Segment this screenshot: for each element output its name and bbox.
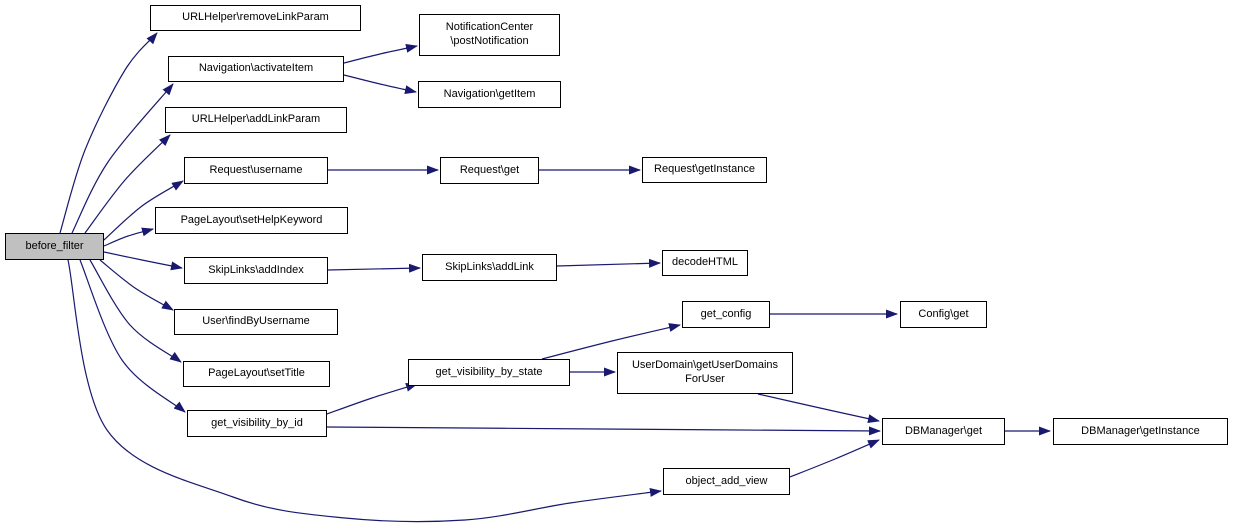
- node-user-find-by-username[interactable]: User\findByUsername: [174, 309, 338, 335]
- node-get-visibility-by-id[interactable]: get_visibility_by_id: [187, 410, 327, 437]
- node-request-username[interactable]: Request\username: [184, 157, 328, 184]
- node-db-manager-get-instance[interactable]: DBManager\getInstance: [1053, 418, 1228, 445]
- node-decode-html[interactable]: decodeHTML: [662, 250, 748, 276]
- edge-navigation-activate-item-navigation-get-item: [343, 74, 417, 95]
- edge-navigation-activate-item-notification-center-post-notification: [343, 43, 418, 64]
- node-before-filter: before_filter: [5, 233, 104, 260]
- node-get-config[interactable]: get_config: [682, 301, 770, 328]
- node-urlhelper-remove-link-param[interactable]: URLHelper\removeLinkParam: [150, 5, 361, 31]
- node-skip-links-add-link[interactable]: SkipLinks\addLink: [422, 254, 557, 281]
- edge-before-filter-request-username: [103, 180, 184, 241]
- node-request-get[interactable]: Request\get: [440, 157, 539, 184]
- node-object-add-view[interactable]: object_add_view: [663, 468, 790, 495]
- edge-skip-links-add-link-decode-html: [556, 258, 661, 268]
- edge-get-visibility-by-id-db-manager-get: [326, 426, 881, 436]
- edge-object-add-view-db-manager-get: [789, 439, 880, 478]
- node-skip-links-add-index[interactable]: SkipLinks\addIndex: [184, 257, 328, 284]
- node-urlhelper-add-link-param[interactable]: URLHelper\addLinkParam: [165, 107, 347, 133]
- edge-before-filter-skip-links-add-index: [103, 251, 183, 271]
- edge-get-visibility-by-id-get-visibility-by-state: [326, 382, 418, 415]
- edge-before-filter-navigation-activate-item: [71, 83, 174, 234]
- node-page-layout-set-help-keyword[interactable]: PageLayout\setHelpKeyword: [155, 207, 348, 234]
- edge-skip-links-add-index-skip-links-add-link: [327, 263, 421, 273]
- edge-before-filter-object-add-view: [67, 259, 662, 523]
- node-page-layout-set-title[interactable]: PageLayout\setTitle: [183, 361, 330, 387]
- edge-before-filter-page-layout-set-help-keyword: [103, 227, 154, 247]
- edge-before-filter-urlhelper-add-link-param: [84, 134, 171, 234]
- edge-user-domain-get-user-domains-for-user-db-manager-get: [757, 393, 880, 424]
- edge-before-filter-urlhelper-remove-link-param: [59, 32, 158, 234]
- node-config-get[interactable]: Config\get: [900, 301, 987, 328]
- node-notification-center-post-notification[interactable]: NotificationCenter \postNotification: [419, 14, 560, 56]
- edge-get-visibility-by-state-get-config: [541, 323, 681, 360]
- node-db-manager-get[interactable]: DBManager\get: [882, 418, 1005, 445]
- node-get-visibility-by-state[interactable]: get_visibility_by_state: [408, 359, 570, 386]
- node-navigation-get-item[interactable]: Navigation\getItem: [418, 81, 561, 108]
- node-navigation-activate-item[interactable]: Navigation\activateItem: [168, 56, 344, 82]
- edge-before-filter-page-layout-set-title: [89, 259, 182, 363]
- edge-before-filter-get-visibility-by-id: [79, 259, 186, 413]
- node-request-get-instance[interactable]: Request\getInstance: [642, 157, 767, 183]
- edge-before-filter-user-find-by-username: [99, 259, 174, 311]
- node-user-domain-get-user-domains-for-user[interactable]: UserDomain\getUserDomains ForUser: [617, 352, 793, 394]
